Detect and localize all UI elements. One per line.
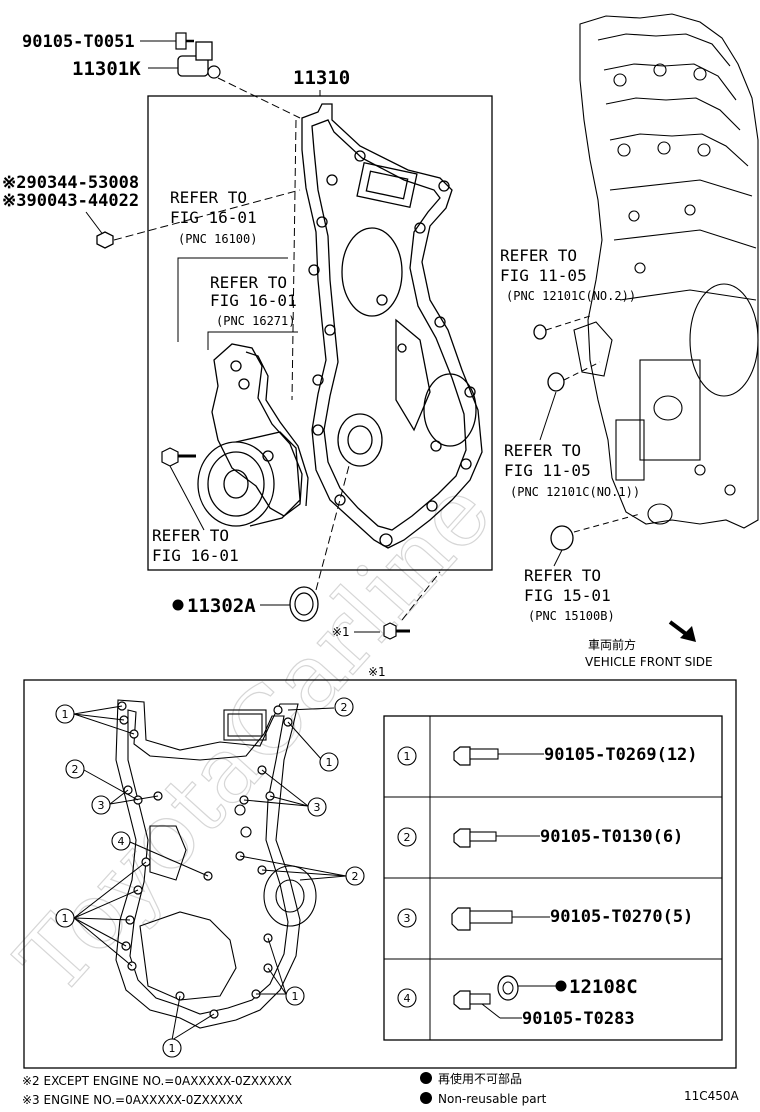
svg-text:FIG 15-01: FIG 15-01 [524, 586, 611, 605]
front-arrow-icon [668, 620, 696, 642]
svg-text:3: 3 [404, 912, 411, 925]
figure-code: 11C450A [684, 1089, 740, 1103]
svg-text:2: 2 [404, 831, 411, 844]
svg-text:(PNC 16100): (PNC 16100) [178, 232, 257, 246]
refer-note-16-01: REFER TO FIG 16-01 [152, 447, 239, 565]
svg-text:2: 2 [341, 701, 348, 714]
watermark-text: ToyotaCarline [0, 460, 512, 1015]
svg-text:(PNC 12101C(NO.1)): (PNC 12101C(NO.1)) [510, 485, 640, 499]
callout-1-d: 1 [285, 986, 305, 1006]
svg-text:FIG 16-01: FIG 16-01 [170, 208, 257, 227]
footnote-2: ※2 EXCEPT ENGINE NO.=0AXXXXX-0ZXXXXX [22, 1074, 292, 1088]
refer-note-15100b: REFER TO FIG 15-01 (PNC 15100B) [524, 513, 641, 623]
footnote-3: ※3 ENGINE NO.=0AXXXXX-0ZXXXXX [22, 1093, 243, 1107]
engine-block [573, 13, 759, 529]
bolt-table-row-3: 3 90105-T0270(5) [397, 907, 693, 931]
callout-1-a: 1 [55, 704, 75, 724]
cam-sensor-11301k: 11301K [72, 41, 301, 119]
filled-dot-icon [420, 1072, 432, 1084]
svg-text:1: 1 [169, 1042, 176, 1055]
label-90105-t0051: 90105-T0051 [22, 32, 135, 52]
nut-90344: ※290344-53008 ※390043-44022 [2, 173, 301, 249]
svg-text:1: 1 [326, 756, 333, 769]
svg-text:4: 4 [118, 835, 125, 848]
timing-chain-cover [301, 103, 483, 549]
svg-text:2: 2 [72, 763, 79, 776]
callout-2-c: 2 [345, 866, 365, 886]
svg-text:※1: ※1 [332, 625, 350, 639]
refer-note-12101c-no1: REFER TO FIG 11-05 (PNC 12101C(NO.1)) [504, 441, 640, 499]
svg-text:FIG 16-01: FIG 16-01 [152, 546, 239, 565]
label-90043-44022: ※390043-44022 [2, 191, 139, 211]
svg-text:(PNC 15100B): (PNC 15100B) [528, 609, 615, 623]
bolt-pn-1: 90105-T0269(12) [544, 745, 698, 765]
refer-note-12101c-no2: REFER TO FIG 11-05 (PNC 12101C(NO.2)) [500, 246, 636, 441]
callout-1-b: 1 [319, 752, 339, 772]
svg-text:REFER TO: REFER TO [504, 441, 581, 460]
legend-en: Non-reusable part [438, 1092, 547, 1106]
svg-text:1: 1 [404, 750, 411, 763]
svg-text:REFER TO: REFER TO [500, 246, 577, 265]
label-11302a: 11302A [187, 595, 256, 617]
bolt-t0051: 90105-T0051 [22, 32, 194, 52]
bolt-note1: ※1 [332, 571, 441, 640]
refer-note-16100: REFER TO FIG 16-01 (PNC 16100) [170, 188, 288, 342]
bolt-table: 1 90105-T0269(12) 2 90105-T0130(6) 3 901… [383, 715, 723, 1041]
svg-text:1: 1 [62, 912, 69, 925]
oil-seal-11302a: 11302A [172, 461, 351, 622]
callout-2-a: 2 [334, 697, 354, 717]
water-pump-assembly [197, 343, 309, 527]
callout-1-e: 1 [162, 1038, 182, 1058]
label-11310: 11310 [293, 67, 350, 89]
timing-cover-frame [147, 95, 493, 571]
label-90344-53008: ※290344-53008 [2, 173, 139, 193]
svg-text:REFER TO: REFER TO [170, 188, 247, 207]
svg-text:4: 4 [404, 992, 411, 1005]
bolt-table-row-4: 4 12108C 90105-T0283 [397, 975, 638, 1029]
label-11301k: 11301K [72, 58, 141, 80]
inset-ref-mark: ※1 [368, 665, 386, 679]
refer-note-16271: REFER TO FIG 16-01 (PNC 16271) [207, 273, 298, 350]
bolt-pn-2: 90105-T0130(6) [540, 827, 683, 847]
filled-dot-icon [420, 1092, 432, 1104]
svg-text:FIG 11-05: FIG 11-05 [504, 461, 591, 480]
inset-cover-outline [115, 699, 317, 1029]
callout-3-a: 3 [91, 795, 111, 815]
washer-pn-12108c: 12108C [569, 976, 638, 998]
svg-text:1: 1 [62, 708, 69, 721]
svg-text:REFER TO: REFER TO [210, 273, 287, 292]
bolt-pn-3: 90105-T0270(5) [550, 907, 693, 927]
vehicle-front-indicator: 車両前方 VEHICLE FRONT SIDE [585, 620, 713, 669]
svg-text:(PNC 16271): (PNC 16271) [216, 314, 295, 328]
callout-3-b: 3 [307, 797, 327, 817]
svg-text:3: 3 [314, 801, 321, 814]
bolt-location-frame [23, 679, 737, 1069]
bolt-table-row-1: 1 90105-T0269(12) [397, 745, 698, 766]
bolt-pn-4: 90105-T0283 [522, 1009, 635, 1029]
svg-text:(PNC 12101C(NO.2)): (PNC 12101C(NO.2)) [506, 289, 636, 303]
callout-2-b: 2 [65, 759, 85, 779]
bolt-table-row-2: 2 90105-T0130(6) [397, 827, 683, 848]
svg-text:1: 1 [292, 990, 299, 1003]
svg-text:REFER TO: REFER TO [524, 566, 601, 585]
legend-jp: 再使用不可部品 [438, 1071, 522, 1086]
svg-text:FIG 16-01: FIG 16-01 [210, 291, 297, 310]
inset-leader-lines [73, 705, 347, 1041]
svg-text:2: 2 [352, 870, 359, 883]
svg-text:REFER TO: REFER TO [152, 526, 229, 545]
svg-text:FIG 11-05: FIG 11-05 [500, 266, 587, 285]
vehicle-front-jp: 車両前方 [588, 637, 636, 652]
callout-1-c: 1 [55, 908, 75, 928]
vehicle-front-en: VEHICLE FRONT SIDE [585, 655, 713, 669]
non-reusable-legend: 再使用不可部品 Non-reusable part [420, 1071, 547, 1106]
svg-text:3: 3 [98, 799, 105, 812]
callout-4: 4 [111, 831, 131, 851]
